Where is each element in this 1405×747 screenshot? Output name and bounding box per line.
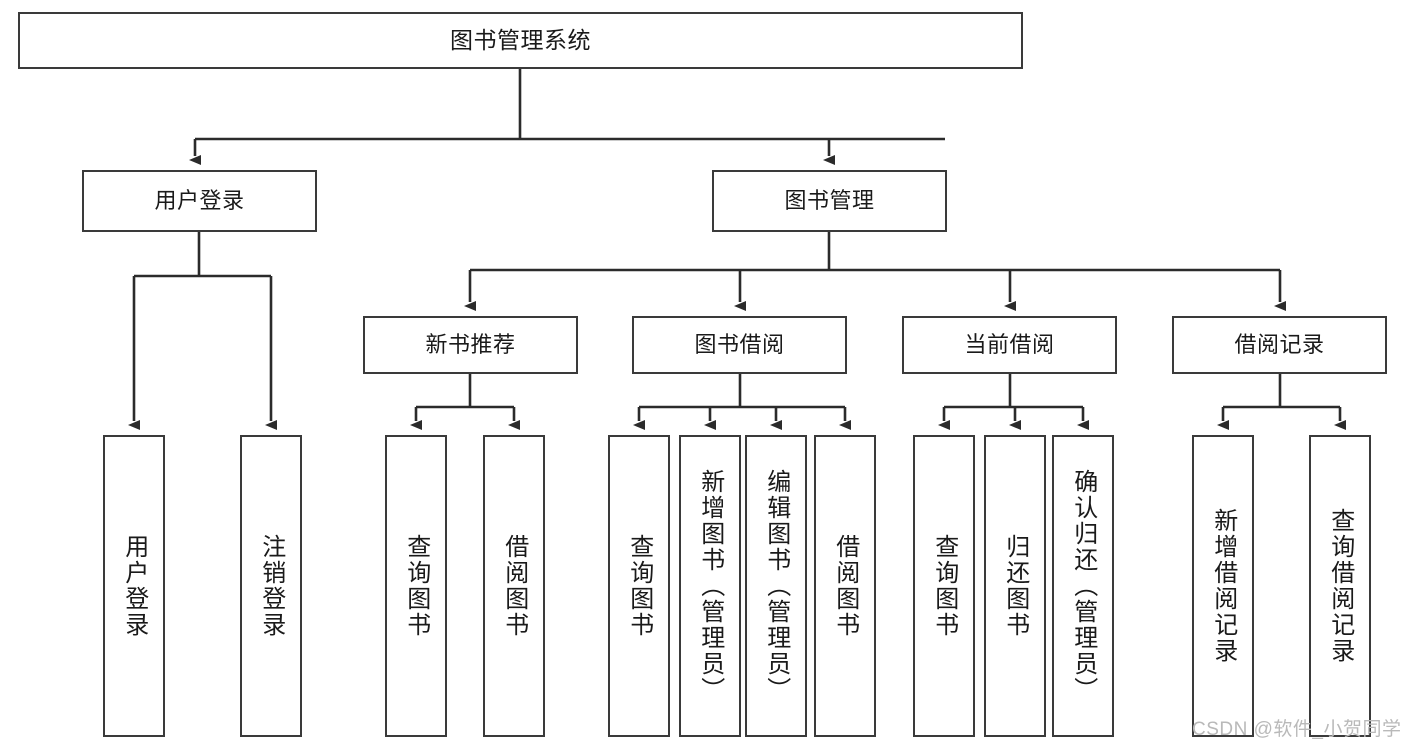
node-leaf-query-book-nbr[interactable]: 查询图书 <box>385 435 447 737</box>
node-leaf-confirm-return-label: 确认归还（管理员） <box>1069 469 1097 703</box>
node-leaf-query-record-label: 查询借阅记录 <box>1326 508 1354 664</box>
node-book-borrow[interactable]: 图书借阅 <box>632 316 847 374</box>
node-leaf-query-book-cb-label: 查询图书 <box>930 534 958 638</box>
node-current-borrow-label: 当前借阅 <box>964 332 1055 358</box>
node-borrow-record-label: 借阅记录 <box>1234 332 1325 358</box>
node-new-book-recommend-label: 新书推荐 <box>425 332 516 358</box>
node-leaf-query-book-cb[interactable]: 查询图书 <box>913 435 975 737</box>
node-user-login[interactable]: 用户登录 <box>82 170 317 232</box>
node-leaf-user-logout[interactable]: 注销登录 <box>240 435 302 737</box>
node-new-book-recommend[interactable]: 新书推荐 <box>363 316 578 374</box>
node-leaf-borrow-book-nbr-label: 借阅图书 <box>500 534 528 638</box>
node-root-label: 图书管理系统 <box>450 26 591 53</box>
node-book-manage[interactable]: 图书管理 <box>712 170 947 232</box>
node-current-borrow[interactable]: 当前借阅 <box>902 316 1117 374</box>
node-leaf-add-record[interactable]: 新增借阅记录 <box>1192 435 1254 737</box>
node-user-login-label: 用户登录 <box>154 188 245 214</box>
node-leaf-add-record-label: 新增借阅记录 <box>1209 508 1237 664</box>
node-leaf-return-book[interactable]: 归还图书 <box>984 435 1046 737</box>
node-leaf-return-book-label: 归还图书 <box>1001 534 1029 638</box>
watermark: CSDN @软件_小贺同学 <box>1192 719 1402 740</box>
node-leaf-query-book-bb-label: 查询图书 <box>625 534 653 638</box>
node-leaf-edit-book-label: 编辑图书（管理员） <box>762 469 790 703</box>
node-leaf-borrow-book-bb-label: 借阅图书 <box>831 534 859 638</box>
node-borrow-record[interactable]: 借阅记录 <box>1172 316 1387 374</box>
node-root[interactable]: 图书管理系统 <box>18 12 1023 69</box>
node-book-manage-label: 图书管理 <box>784 188 875 214</box>
node-leaf-user-logout-label: 注销登录 <box>257 534 285 638</box>
node-leaf-query-record[interactable]: 查询借阅记录 <box>1309 435 1371 737</box>
node-leaf-add-book-label: 新增图书（管理员） <box>696 469 724 703</box>
node-leaf-borrow-book-bb[interactable]: 借阅图书 <box>814 435 876 737</box>
node-book-borrow-label: 图书借阅 <box>694 332 785 358</box>
node-leaf-query-book-bb[interactable]: 查询图书 <box>608 435 670 737</box>
node-leaf-edit-book[interactable]: 编辑图书（管理员） <box>745 435 807 737</box>
node-leaf-user-login-label: 用户登录 <box>120 534 148 638</box>
node-leaf-query-book-nbr-label: 查询图书 <box>402 534 430 638</box>
node-leaf-borrow-book-nbr[interactable]: 借阅图书 <box>483 435 545 737</box>
node-leaf-add-book[interactable]: 新增图书（管理员） <box>679 435 741 737</box>
node-leaf-confirm-return[interactable]: 确认归还（管理员） <box>1052 435 1114 737</box>
node-leaf-user-login[interactable]: 用户登录 <box>103 435 165 737</box>
